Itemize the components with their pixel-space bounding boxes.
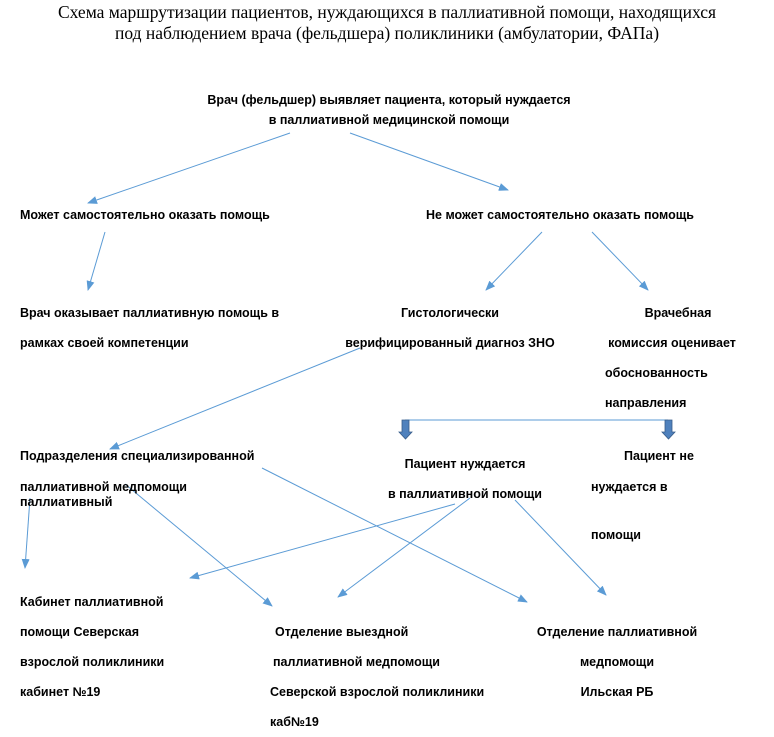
node-patient-not-needs-line-2: нуждается в bbox=[591, 480, 668, 494]
node-palliative-cabinet-line-1: Кабинет паллиативной bbox=[20, 595, 164, 609]
node-palliative-department: Отделение паллиативной медпомощи Ильская… bbox=[530, 617, 704, 707]
node-patient-not-needs-line-3: помощи bbox=[591, 528, 641, 542]
node-patient-not-needs: Пациент не нуждается в помощи bbox=[590, 449, 720, 543]
node-palliative-cabinet-line-3: взрослой поликлиники bbox=[20, 655, 165, 669]
node-histology-line-2: верифицированный диагноз ЗНО bbox=[345, 336, 555, 350]
node-doctor-identifies-line-1: Врач (фельдшер) выявляет пациента, котор… bbox=[207, 93, 571, 107]
node-specialized-units-line-3: паллиативный bbox=[20, 495, 113, 509]
node-patient-needs-line-1: Пациент нуждается bbox=[404, 457, 526, 471]
node-outreach-department-line-4: каб№19 bbox=[270, 715, 319, 729]
node-specialized-units-line-1: Подразделения специализированной bbox=[20, 449, 255, 463]
node-specialized-units: Подразделения специализированной паллиат… bbox=[20, 449, 254, 510]
node-specialized-units-line-2: паллиативной медпомощи bbox=[20, 480, 187, 494]
node-palliative-department-line-3: Ильская РБ bbox=[580, 685, 654, 699]
arrow-top-to-cannot bbox=[349, 132, 509, 191]
node-outreach-department-line-2: паллиативной медпомощи bbox=[273, 655, 440, 669]
arrow-can-to-doctor bbox=[86, 231, 106, 291]
node-commission-line-4: направления bbox=[605, 396, 687, 410]
arrow-needs-to-cabinet bbox=[189, 503, 456, 580]
node-patient-needs: Пациент нуждается в паллиативной помощи bbox=[370, 449, 560, 509]
node-palliative-cabinet: Кабинет паллиативной помощи Северская вз… bbox=[20, 587, 164, 707]
node-palliative-department-line-2: медпомощи bbox=[579, 655, 655, 669]
arrow-specialized-to-outreach bbox=[124, 483, 273, 607]
title-line-1: Схема маршрутизации пациентов, нуждающих… bbox=[57, 2, 717, 22]
arrow-histology-to-specialized bbox=[109, 347, 361, 450]
node-histology-line-1: Гистологически bbox=[401, 306, 499, 320]
node-doctor-provides-line-2: рамках своей компетенции bbox=[20, 336, 189, 350]
node-outreach-department-line-1: Отделение выездной bbox=[275, 625, 409, 639]
arrow-cannot-to-commission bbox=[591, 231, 649, 291]
arrow-specialized-to-dept bbox=[261, 467, 528, 603]
node-commission-line-3: обоснованность bbox=[605, 366, 708, 380]
node-doctor-identifies-line-2: в паллиативной медицинской помощи bbox=[268, 113, 510, 127]
node-outreach-department-line-3: Северской взрослой поликлиники bbox=[270, 685, 485, 699]
node-commission: Врачебная комиссия оценивает обоснованно… bbox=[602, 298, 742, 418]
block-arrow-right bbox=[661, 419, 676, 440]
arrow-needs-to-outreach bbox=[337, 497, 471, 598]
node-palliative-cabinet-line-2: помощи Северская bbox=[20, 625, 139, 639]
arrow-cannot-to-histology bbox=[485, 231, 543, 291]
arrow-specialized-to-cabinet bbox=[21, 497, 31, 569]
node-cannot-help-label: Не может самостоятельно оказать помощь bbox=[426, 208, 694, 222]
arrow-needs-to-dept bbox=[514, 499, 607, 596]
diagram-title: Схема маршрутизации пациентов, нуждающих… bbox=[0, 2, 774, 44]
node-doctor-identifies: Врач (фельдшер) выявляет пациента, котор… bbox=[186, 90, 592, 130]
arrow-top-to-can bbox=[87, 132, 291, 204]
node-commission-line-2: комиссия оценивает bbox=[608, 336, 736, 350]
node-patient-needs-line-2: в паллиативной помощи bbox=[388, 487, 542, 501]
node-palliative-cabinet-line-4: кабинет №19 bbox=[20, 685, 101, 699]
node-doctor-provides-line-1: Врач оказывает паллиативную помощь в bbox=[20, 306, 280, 320]
node-doctor-provides: Врач оказывает паллиативную помощь в рам… bbox=[20, 298, 279, 358]
node-can-help-label: Может самостоятельно оказать помощь bbox=[20, 208, 270, 222]
node-outreach-department: Отделение выездной паллиативной медпомощ… bbox=[270, 617, 484, 737]
title-line-2: под наблюдением врача (фельдшера) поликл… bbox=[114, 23, 660, 43]
node-patient-not-needs-line-1: Пациент не bbox=[624, 449, 694, 463]
node-commission-line-1: Врачебная bbox=[644, 306, 712, 320]
node-can-help: Может самостоятельно оказать помощь bbox=[20, 208, 270, 222]
block-arrow-left bbox=[398, 419, 413, 440]
node-cannot-help: Не может самостоятельно оказать помощь bbox=[426, 208, 694, 222]
node-palliative-department-line-1: Отделение паллиативной bbox=[536, 625, 698, 639]
node-histology: Гистологически верифицированный диагноз … bbox=[340, 298, 560, 358]
